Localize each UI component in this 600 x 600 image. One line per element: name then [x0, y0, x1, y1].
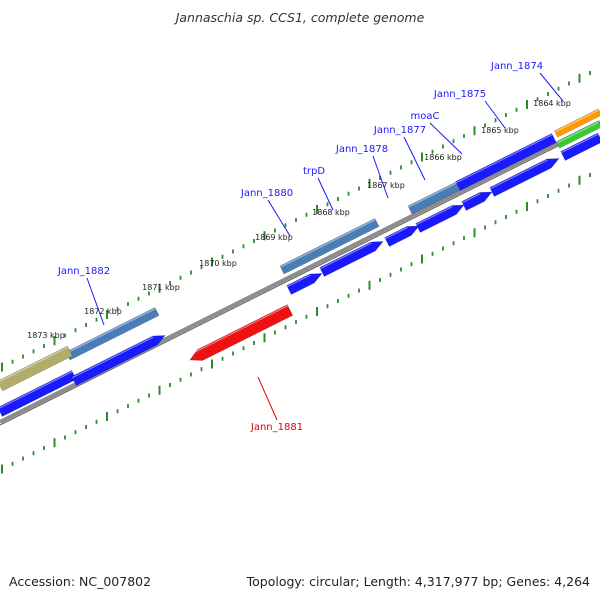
jann1874-green-feature-shape — [556, 120, 600, 149]
reverse-gene-jann1881-shape — [189, 304, 294, 361]
reverse-tick-track — [1, 173, 591, 474]
cds-moaC-highlight — [462, 192, 481, 204]
backbone-shadow — [0, 124, 600, 426]
jann1883-feature-highlight — [0, 346, 69, 383]
leader-line — [539, 72, 564, 102]
leader-line — [86, 277, 105, 326]
gene-label: Jann_1874 — [490, 61, 543, 72]
gene-label: Jann_1880 — [240, 188, 293, 199]
cds-jann1877 — [415, 204, 465, 233]
kbp-label: 1873 kbp — [27, 331, 65, 340]
trpD-feature-shape — [279, 218, 380, 275]
cds-jann1882-highlight — [72, 336, 154, 379]
cds-jann1880 — [286, 273, 323, 295]
gene-label: Jann_1881 — [250, 422, 303, 433]
cds-jann1877-highlight — [416, 205, 453, 226]
cds-jann1880-shape — [286, 273, 323, 295]
jann1875-feature — [455, 133, 557, 191]
gene-label: Jann_1877 — [373, 125, 426, 136]
kbp-label: 1866 kbp — [424, 153, 462, 162]
jann1882-feature-highlight — [66, 308, 156, 354]
leader-line — [484, 100, 506, 129]
cds-trpD-shape — [319, 241, 384, 277]
leader-line — [257, 376, 278, 421]
gene-label: trpD — [303, 166, 325, 177]
cds-jann1878-highlight — [385, 226, 408, 240]
gene-label: moaC — [411, 111, 440, 122]
jann1875-feature-highlight — [456, 134, 553, 184]
jann1874-orange-feature — [554, 108, 600, 138]
cds-jann1882-shape — [71, 335, 166, 386]
leader-line — [317, 177, 334, 211]
jann1874-orange-feature-shape — [554, 108, 600, 138]
topology-text: Topology: circular; Length: 4,317,977 bp… — [246, 574, 590, 589]
kbp-label: 1871 kbp — [142, 283, 180, 292]
jann1875-feature-shape — [455, 133, 557, 191]
moaC-feature-highlight — [408, 182, 457, 208]
cds-jann1875-shape — [489, 158, 560, 197]
reverse-gene-jann1881-highlight — [187, 305, 289, 357]
kbp-label: 1870 kbp — [199, 259, 237, 268]
cds-jann1875 — [489, 158, 560, 197]
leader-line — [429, 122, 463, 155]
cds-jann1874 — [560, 132, 600, 161]
cds-moaC-shape — [461, 191, 493, 211]
cds-trpD-highlight — [320, 242, 372, 270]
trpD-feature — [279, 218, 380, 275]
cds-jann1877-shape — [415, 204, 465, 233]
kbp-labels: 1864 kbp 1865 kbp 1866 kbp 1867 kbp 1868 kbp… — [27, 99, 571, 340]
kbp-label: 1867 kbp — [367, 181, 405, 190]
kbp-label: 1872 kbp — [84, 307, 122, 316]
kbp-label: 1864 kbp — [533, 99, 571, 108]
kbp-label: 1865 kbp — [481, 126, 519, 135]
cds-jann1878-shape — [384, 225, 420, 247]
cds-trpD — [319, 241, 384, 277]
jann1874-green-feature-highlight — [556, 121, 600, 144]
reverse-gene-jann1881 — [187, 304, 294, 361]
jann1874-green-feature — [556, 120, 600, 149]
cds-jann1875-highlight — [490, 159, 548, 190]
jann1883-feature-shape — [0, 345, 73, 392]
forward-tick-track — [1, 71, 591, 372]
label-leader-lines — [86, 72, 564, 421]
cds-jann1874-highlight — [561, 133, 599, 154]
cds-jann1880-highlight — [287, 274, 311, 288]
kbp-label: 1868 kbp — [312, 208, 350, 217]
gene-label: Jann_1882 — [57, 266, 110, 277]
leader-line — [372, 155, 389, 199]
gene-label: Jann_1875 — [433, 89, 486, 100]
cds-jann1874-shape — [560, 132, 600, 161]
jann1883-feature — [0, 345, 73, 392]
leader-line — [267, 199, 291, 237]
kbp-label: 1869 kbp — [255, 233, 293, 242]
leader-line — [403, 136, 426, 181]
cds-jann1878 — [384, 225, 420, 247]
trpD-feature-highlight — [280, 219, 376, 268]
jann1874-orange-feature-highlight — [554, 109, 600, 133]
cds-moaC — [461, 191, 493, 211]
gene-label: Jann_1878 — [335, 144, 388, 155]
cds-jann1882 — [71, 335, 166, 386]
accession-text: Accession: NC_007802 — [9, 574, 152, 589]
map-title: Jannaschia sp. CCS1, complete genome — [175, 10, 425, 25]
cds-jann1883-highlight — [0, 371, 73, 410]
feature-track — [0, 108, 600, 417]
